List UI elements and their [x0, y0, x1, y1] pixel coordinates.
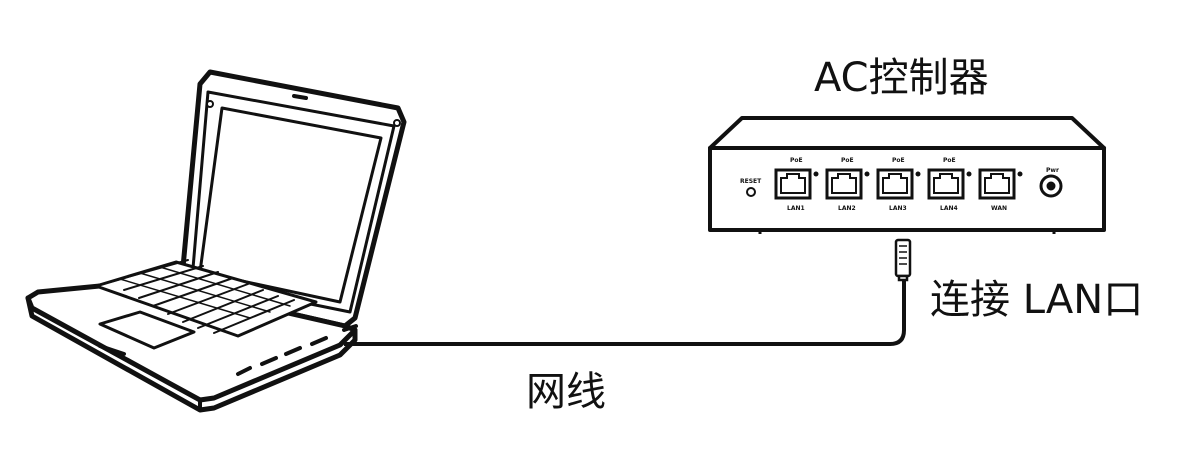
port-contacts-icon	[984, 173, 1010, 194]
port-label: LAN1	[787, 205, 805, 212]
reset-button-icon: RESET	[740, 178, 762, 197]
port-led-icon	[1017, 171, 1023, 177]
ethernet-ports: PoE LAN1 PoE LAN2 PoE LAN3 PoE LAN4 WAN	[774, 157, 1023, 212]
controller-label: AC控制器	[814, 55, 989, 101]
poe-label: PoE	[892, 157, 905, 164]
port-led-icon	[864, 171, 870, 177]
port-label: LAN4	[940, 205, 958, 212]
port-contacts-icon	[831, 173, 857, 194]
cable-label: 网线	[526, 369, 606, 415]
port-label: LAN2	[838, 205, 856, 212]
port-contacts-icon	[933, 173, 959, 194]
poe-label: PoE	[943, 157, 956, 164]
network-cable	[344, 276, 906, 346]
port-label: WAN	[991, 205, 1007, 212]
port-contacts-icon	[780, 173, 806, 194]
port-led-icon	[966, 171, 972, 177]
ethernet-port-lan2: PoE LAN2	[825, 157, 870, 212]
port-contacts-icon	[882, 173, 908, 194]
port-led-icon	[813, 171, 819, 177]
connect-lan-label: 连接 LAN口	[930, 277, 1144, 323]
port-label: LAN3	[889, 205, 907, 212]
svg-text:RESET: RESET	[740, 178, 762, 185]
svg-text:Pwr: Pwr	[1046, 167, 1059, 174]
rj45-plug-icon	[894, 238, 912, 282]
ethernet-port-lan1: PoE LAN1	[774, 157, 819, 212]
poe-label: PoE	[790, 157, 803, 164]
power-jack-icon: Pwr	[1039, 167, 1063, 198]
port-led-icon	[915, 171, 921, 177]
laptop-icon	[25, 69, 407, 413]
ethernet-port-wan: WAN	[978, 168, 1023, 212]
ethernet-port-lan4: PoE LAN4	[927, 157, 972, 212]
poe-label: PoE	[841, 157, 854, 164]
ethernet-port-lan3: PoE LAN3	[876, 157, 921, 212]
